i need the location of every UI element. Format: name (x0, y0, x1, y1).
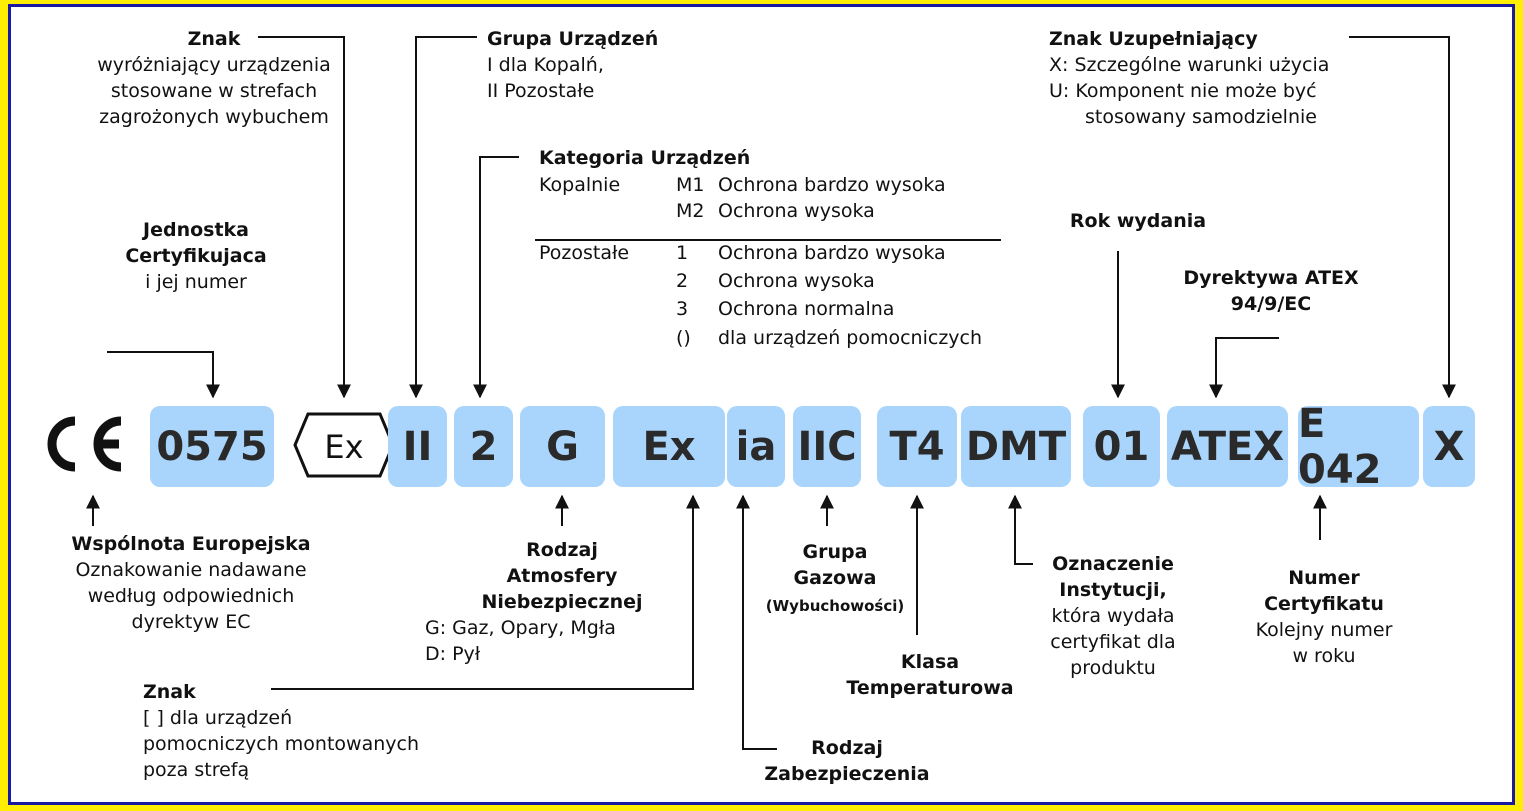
numer-cert-title-2: Certyfikatu (1264, 593, 1384, 615)
jednostka-title-1: Jednostka (143, 219, 249, 241)
notified-body-number-box: 0575 (150, 406, 274, 487)
oznaczenie-line-2: certyfikat dla (1050, 631, 1176, 653)
uzupelniajacy-line-3: stosowany samodzielnie (1085, 106, 1317, 128)
supplementary-mark-box: X (1423, 406, 1475, 487)
institution-box: DMT (961, 406, 1071, 487)
ce-mark (47, 416, 122, 472)
numer-cert-title-1: Numer (1288, 567, 1360, 589)
ex-mark-icon: Ex (293, 412, 395, 478)
gas-group-box: IIC (793, 406, 861, 487)
wspolnota-title: Wspólnota Europejska (71, 533, 311, 555)
grupa-line-1: I dla Kopalń, (487, 54, 604, 76)
rodzaj-atm-title-1: Rodzaj (526, 539, 598, 561)
arrow-jednostka (107, 351, 220, 399)
kategoria-row-6: ()dla urządzeń pomocniczych (676, 327, 983, 349)
atex-box: ATEX (1167, 406, 1288, 487)
arrow-znak-nawias (271, 494, 700, 690)
kategoria-title: Kategoria Urządzeń (539, 147, 751, 169)
dyrektywa-title-2: 94/9/EC (1230, 293, 1312, 315)
rodzaj-zab-title-1: Rodzaj (811, 737, 883, 759)
ex-box: Ex (613, 406, 725, 487)
arrow-grupa (409, 36, 477, 399)
category-box: 2 (454, 406, 513, 487)
klasa-title-2: Temperaturowa (846, 677, 1014, 699)
rodzaj-atm-title-3: Niebezpiecznej (481, 591, 643, 613)
arrow-kategoria (473, 156, 519, 399)
znak-nawias-line-2: pomocniczych montowanych (143, 733, 419, 755)
jednostka-title-2: Certyfikujaca (125, 245, 267, 267)
uzupelniajacy-line-1: X: Szczególne warunki użycia (1049, 54, 1330, 76)
rok-title: Rok wydania (1069, 210, 1207, 232)
arrow-oznaczenie (1008, 494, 1033, 565)
znak-nawias-line-1: [ ] dla urządzeń (143, 707, 293, 729)
connector-lines (86, 36, 1456, 750)
uzupelniajacy-title: Znak Uzupełniający (1049, 28, 1258, 50)
znak-nawias-line-3: poza strefą (143, 759, 250, 781)
numer-cert-line-1: Kolejny numer (1255, 619, 1393, 641)
klasa-title-1: Klasa (900, 651, 960, 673)
arrow-uzupelniajacy (1349, 36, 1456, 399)
diagram-frame: Ex 0575 II 2 G Ex ia IIC T4 DMT 01 ATEX … (8, 4, 1515, 805)
oznaczenie-title-2: Instytucji, (1059, 579, 1167, 601)
grupa-gazowa-title-2: Gazowa (793, 567, 877, 589)
znak-ex-line-1: wyróżniający urządzenia (97, 54, 331, 76)
rodzaj-zab-title-2: Zabezpieczenia (764, 763, 930, 785)
znak-ex-line-2: stosowane w strefach (110, 80, 318, 102)
oznaczenie-title-1: Oznaczenie (1052, 553, 1174, 575)
numer-cert-line-2: w roku (1292, 645, 1356, 667)
oznaczenie-line-1: która wydała (1051, 605, 1175, 627)
rodzaj-atm-line-2: D: Pył (425, 643, 481, 665)
oznaczenie-line-3: produktu (1070, 657, 1156, 679)
protection-type-box: ia (727, 406, 785, 487)
jednostka-line: i jej numer (145, 271, 247, 293)
atmosphere-box: G (520, 406, 605, 487)
equipment-group-box: II (388, 406, 447, 487)
svg-text:Ex: Ex (324, 428, 363, 466)
certificate-number-box: E 042 (1298, 401, 1419, 493)
znak-ex-line-3: zagrożonych wybuchem (99, 106, 329, 128)
znak-nawias-title: Znak (143, 681, 196, 703)
znak-ex-title: Znak (187, 28, 241, 50)
grupa-line-2: II Pozostałe (487, 80, 595, 102)
grupa-gazowa-title-1: Grupa (802, 541, 868, 563)
temperature-class-box: T4 (877, 406, 957, 487)
grupa-gazowa-sub: (Wybuchowości) (765, 597, 905, 615)
dyrektywa-title-1: Dyrektywa ATEX (1183, 267, 1359, 289)
arrow-dyrektywa (1209, 337, 1279, 399)
arrow-znak-ex (258, 36, 351, 399)
year-box: 01 (1083, 406, 1160, 487)
rodzaj-atm-title-2: Atmosfery (506, 565, 618, 587)
uzupelniajacy-line-2: U: Komponent nie może być (1049, 80, 1317, 102)
arrow-rodzaj-zab (736, 494, 777, 750)
wspolnota-line-2: według odpowiednich (87, 585, 295, 607)
grupa-title: Grupa Urządzeń (487, 28, 659, 50)
wspolnota-line-1: Oznakowanie nadawane (75, 559, 307, 581)
rodzaj-atm-line-1: G: Gaz, Opary, Mgła (425, 617, 616, 639)
wspolnota-line-3: dyrektyw EC (131, 611, 251, 633)
